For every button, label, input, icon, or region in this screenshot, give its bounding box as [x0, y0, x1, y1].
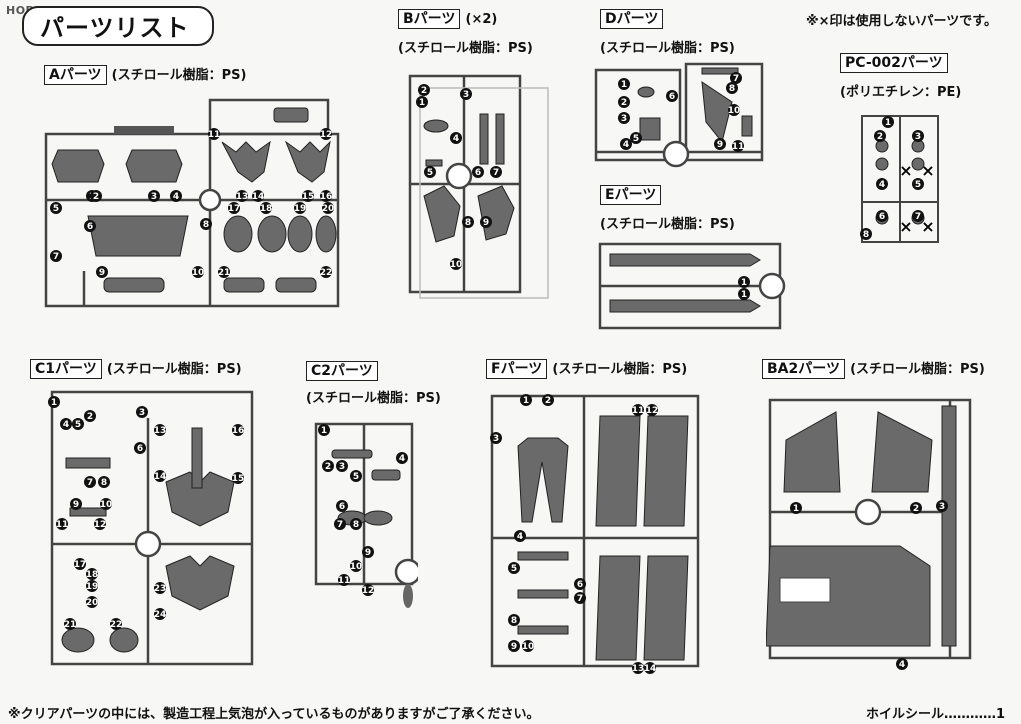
section-material: (スチロール樹脂：PS) — [111, 68, 247, 83]
section-d-header: Dパーツ (スチロール樹脂：PS) — [600, 8, 735, 56]
section-material: (スチロール樹脂：PS) — [600, 217, 735, 232]
sprue-f — [490, 394, 700, 668]
clear-parts-note: ※クリアパーツの中には、製造工程上気泡が入っているものがありますがご了承ください… — [8, 707, 540, 722]
section-label: Fパーツ — [486, 359, 548, 379]
section-label: Dパーツ — [600, 9, 664, 29]
section-material: (スチロール樹脂：PS) — [398, 41, 533, 56]
section-material: (スチロール樹脂：PS) — [600, 41, 735, 56]
section-pc-header: PC-002パーツ (ポリエチレン：PE) — [840, 52, 961, 100]
unused-parts-note: ※×印は使用しないパーツです。 — [806, 14, 997, 29]
section-label: BA2パーツ — [762, 359, 845, 379]
section-c1-header: C1パーツ (スチロール樹脂：PS) — [30, 358, 242, 379]
section-label: Bパーツ — [398, 9, 461, 29]
section-material: (ポリエチレン：PE) — [840, 85, 962, 100]
sprue-e — [598, 242, 786, 330]
sprue-c2 — [314, 422, 418, 608]
sprue-pc — [861, 115, 939, 243]
page-title: パーツリスト — [40, 14, 190, 42]
title-frame — [22, 6, 214, 46]
section-material: (スチロール樹脂：PS) — [850, 362, 985, 377]
foil-seal-count: ホイルシール…………1 — [866, 707, 1006, 722]
section-label: C2パーツ — [306, 361, 378, 381]
section-label: Eパーツ — [600, 185, 662, 205]
section-label: C1パーツ — [30, 359, 102, 379]
section-f-header: Fパーツ (スチロール樹脂：PS) — [486, 358, 687, 379]
sprue-ba2 — [766, 398, 972, 660]
section-a-header: Aパーツ (スチロール樹脂：PS) — [44, 64, 246, 85]
section-e-header: Eパーツ (スチロール樹脂：PS) — [600, 184, 735, 232]
sprue-d — [594, 62, 764, 168]
section-b-header: Bパーツ (×2) (スチロール樹脂：PS) — [398, 8, 533, 56]
section-material: (スチロール樹脂：PS) — [552, 362, 688, 377]
sprue-c1 — [50, 390, 254, 666]
section-material: (スチロール樹脂：PS) — [306, 391, 441, 406]
section-material: (スチロール樹脂：PS) — [106, 362, 242, 377]
section-label: Aパーツ — [44, 65, 107, 85]
section-ba2-header: BA2パーツ (スチロール樹脂：PS) — [762, 358, 985, 379]
section-qty: (×2) — [465, 12, 498, 27]
section-c2-header: C2パーツ (スチロール樹脂：PS) — [306, 360, 441, 406]
section-label: PC-002パーツ — [840, 53, 948, 73]
sprue-a — [44, 98, 340, 308]
sprue-b — [408, 74, 549, 299]
